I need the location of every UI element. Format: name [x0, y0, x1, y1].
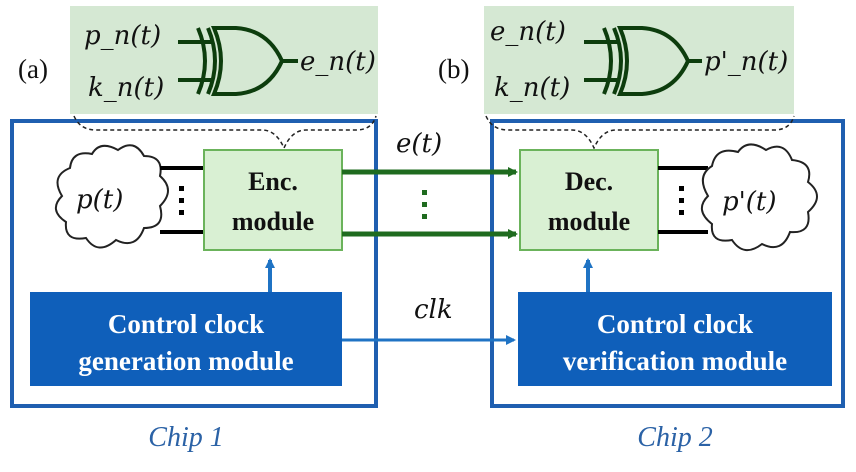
- clock-verification-label-2: verification module: [563, 346, 787, 376]
- chip-2: Dec. module p'(t) Control clock verifica…: [485, 115, 845, 453]
- data-signal-label: e(t): [396, 129, 442, 159]
- clock-generation-label-1: Control clock: [108, 309, 264, 339]
- panel-b-output-p-prime: p'_n(t): [704, 47, 788, 77]
- sink-cloud: [701, 143, 818, 251]
- inter-chip-links: e(t) clk: [342, 129, 518, 345]
- chip-1-label: Chip 1: [148, 422, 223, 453]
- enc-module-label-2: module: [232, 207, 314, 236]
- dec-module-label-1: Dec.: [565, 167, 613, 196]
- clock-verification-module: [518, 292, 832, 386]
- chip-1-border: [10, 119, 378, 408]
- panel-a-brace: [73, 115, 377, 150]
- xor-gate-icon: [178, 26, 298, 96]
- sink-cloud-label: p'(t): [722, 187, 777, 217]
- source-cloud: [55, 144, 169, 249]
- panel-a-output-e: e_n(t): [300, 47, 376, 77]
- bus-ellipsis-icon: [679, 186, 684, 215]
- enc-module-label-1: Enc.: [248, 167, 298, 196]
- panel-b-brace: [485, 115, 795, 150]
- panel-a-input-p: p_n(t): [84, 21, 161, 51]
- chip-1: p(t) Enc. module Control clock generatio…: [10, 115, 378, 453]
- source-cloud-label: p(t): [76, 185, 123, 215]
- chip-2-label: Chip 2: [637, 422, 712, 453]
- clock-verification-label-1: Control clock: [597, 309, 753, 339]
- panel-b-input-e: e_n(t): [490, 17, 566, 47]
- xor-gate-icon: [584, 26, 702, 96]
- link-ellipsis-icon: [422, 190, 427, 219]
- panel-b-tag: (b): [438, 54, 469, 84]
- clock-generation-module: [30, 292, 342, 386]
- bus-ellipsis-icon: [179, 186, 184, 215]
- dec-module-label-2: module: [548, 207, 630, 236]
- panel-b-input-k: k_n(t): [494, 73, 570, 103]
- panel-a-input-k: k_n(t): [88, 73, 164, 103]
- chip-2-border: [490, 119, 845, 408]
- clock-generation-label-2: generation module: [78, 346, 293, 376]
- enc-module-box: [203, 149, 343, 251]
- xor-panel-b: (b) e_n(t) k_n(t) p'_n(t): [438, 6, 794, 114]
- dec-module-box: [519, 149, 659, 251]
- panel-a-tag: (a): [18, 54, 48, 84]
- xor-panel-a: (a) p_n(t) k_n(t) e_n(t): [18, 6, 378, 114]
- clock-signal-label: clk: [414, 295, 453, 325]
